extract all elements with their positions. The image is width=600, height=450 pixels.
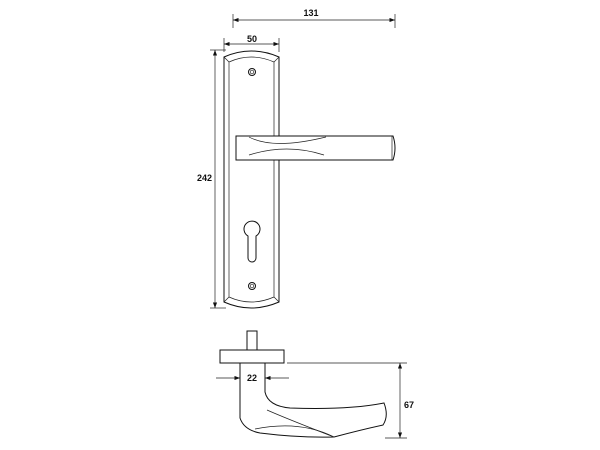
lever-side-profile bbox=[239, 363, 387, 438]
lever-edge-line bbox=[266, 409, 335, 438]
dimension-plate-width: 50 bbox=[223, 34, 280, 52]
dimension-label-131: 131 bbox=[303, 8, 318, 18]
backplate-inner-outline bbox=[228, 56, 275, 303]
lever-edge-line bbox=[254, 425, 335, 438]
dimension-neck-diameter: 22 bbox=[216, 373, 289, 383]
lever-front bbox=[235, 135, 396, 161]
dimension-label-50: 50 bbox=[247, 34, 257, 44]
screw-hole-bottom bbox=[248, 282, 256, 290]
front-view bbox=[223, 50, 396, 309]
plate-bevel bbox=[223, 296, 230, 303]
dimension-label-242: 242 bbox=[197, 173, 212, 183]
spindle bbox=[246, 330, 258, 351]
dimension-overall-width: 131 bbox=[232, 8, 396, 28]
screw-hole-top bbox=[248, 68, 256, 76]
dimension-label-67: 67 bbox=[404, 400, 414, 410]
dimension-plate-height: 242 bbox=[197, 49, 226, 309]
side-view bbox=[219, 330, 387, 438]
dimension-label-22: 22 bbox=[247, 373, 257, 383]
dimension-projection: 67 bbox=[287, 362, 414, 439]
rose bbox=[219, 349, 285, 364]
plate-bevel bbox=[273, 56, 280, 63]
backplate-outline bbox=[223, 50, 280, 309]
plate-bevel bbox=[273, 296, 280, 303]
cylinder-keyhole bbox=[243, 220, 261, 263]
plate-bevel bbox=[223, 56, 230, 63]
